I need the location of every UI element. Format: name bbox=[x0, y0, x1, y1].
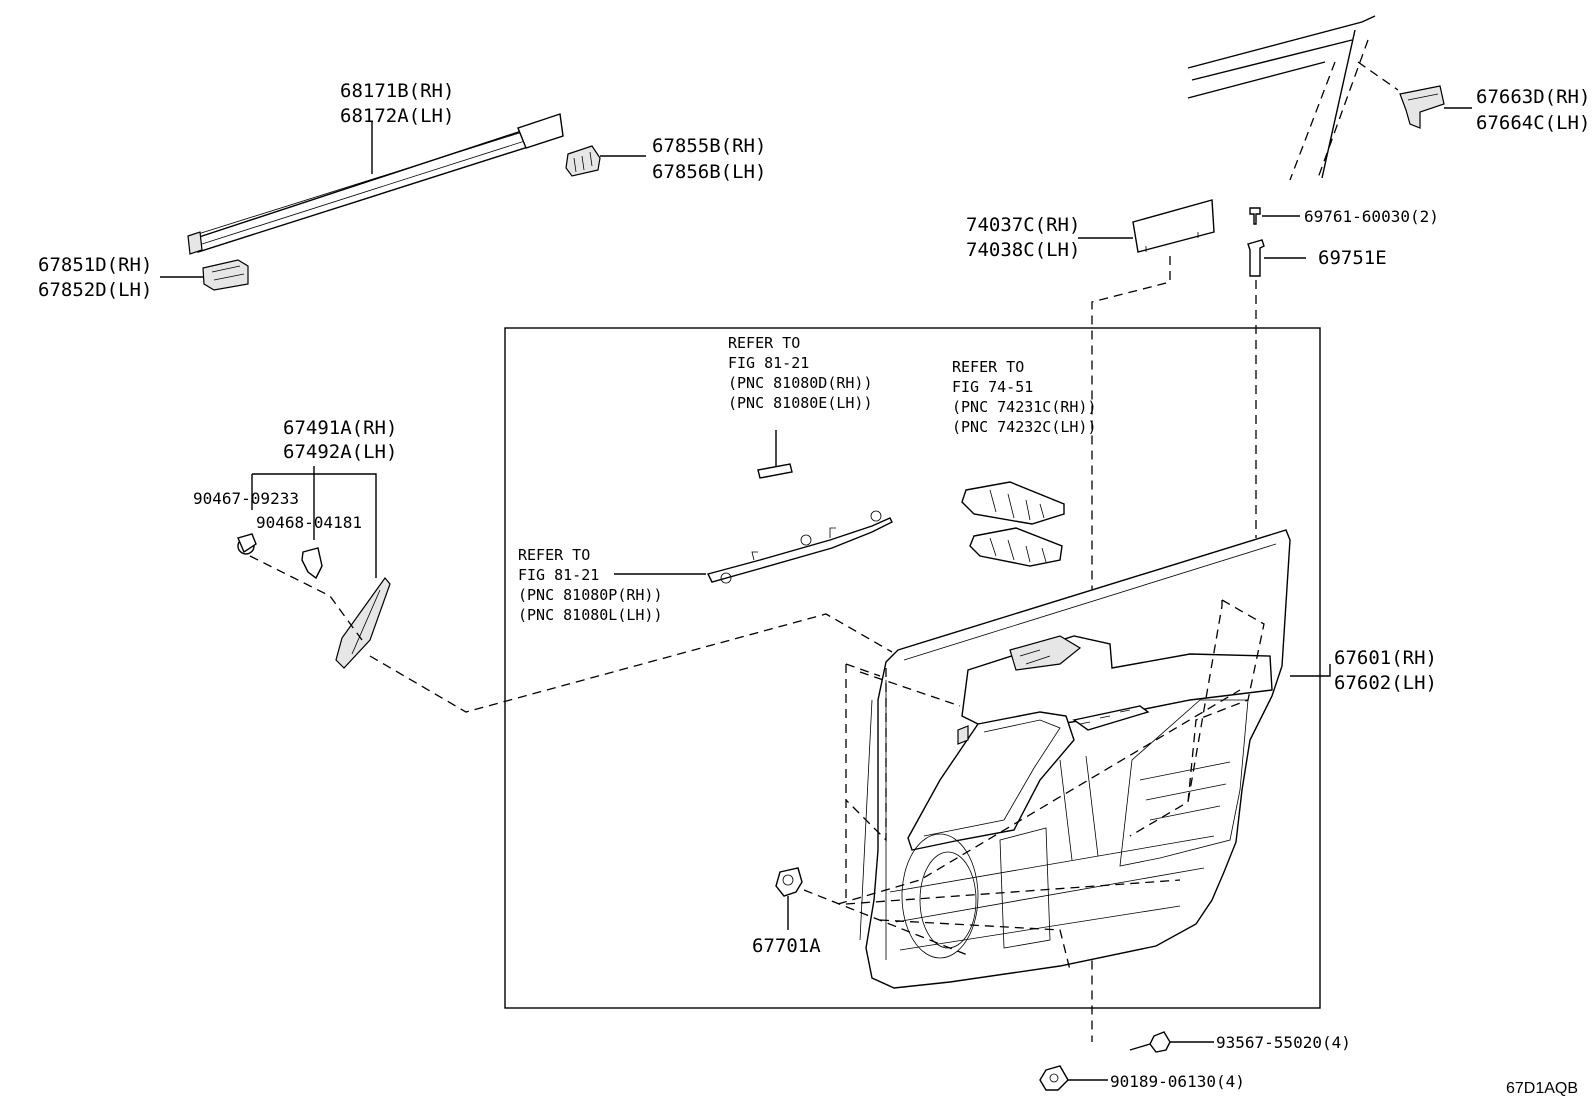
assembly-frame bbox=[504, 327, 1321, 1009]
svg-text:67601(RH): 67601(RH) bbox=[1334, 647, 1437, 669]
clip-90468[interactable] bbox=[301, 547, 323, 580]
svg-text:67855B(RH): 67855B(RH) bbox=[652, 135, 766, 157]
svg-text:FIG 81-21: FIG 81-21 bbox=[728, 354, 809, 372]
svg-text:(PNC 74231C(RH)): (PNC 74231C(RH)) bbox=[952, 398, 1097, 416]
label-90468: 90468-04181 bbox=[256, 513, 362, 532]
grommet-90467[interactable] bbox=[237, 533, 257, 555]
window-frame-outline bbox=[1187, 15, 1399, 181]
screw-93567[interactable] bbox=[1129, 1031, 1171, 1053]
svg-text:67491A(RH): 67491A(RH) bbox=[283, 417, 397, 439]
label-67663: 67663D(RH) 67664C(LH) bbox=[1476, 86, 1590, 134]
reference-note-3: REFER TO FIG 81-21 (PNC 81080P(RH)) (PNC… bbox=[518, 546, 663, 624]
mirror-cover-67491[interactable] bbox=[335, 577, 391, 669]
bracket-ref1[interactable] bbox=[757, 430, 793, 479]
cap-69751[interactable] bbox=[1247, 239, 1265, 277]
corner-piece-67663[interactable] bbox=[1399, 85, 1445, 129]
svg-text:67852D(LH): 67852D(LH) bbox=[38, 279, 152, 301]
svg-text:(PNC 81080P(RH)): (PNC 81080P(RH)) bbox=[518, 586, 663, 604]
label-67851: 67851D(RH) 67852D(LH) bbox=[38, 254, 152, 301]
label-69751: 69751E bbox=[1318, 247, 1387, 269]
svg-text:(PNC 81080E(LH)): (PNC 81080E(LH)) bbox=[728, 394, 873, 412]
svg-text:68172A(LH): 68172A(LH) bbox=[340, 105, 454, 127]
label-90467: 90467-09233 bbox=[193, 489, 299, 508]
door-trim-board-67601[interactable] bbox=[859, 529, 1291, 989]
svg-text:74037C(RH): 74037C(RH) bbox=[966, 214, 1080, 236]
diagram-code: 67D1AQB bbox=[1506, 1080, 1578, 1097]
wire-harness-ref3[interactable] bbox=[706, 510, 893, 584]
svg-text:67664C(LH): 67664C(LH) bbox=[1476, 112, 1590, 134]
svg-text:67851D(RH): 67851D(RH) bbox=[38, 254, 152, 276]
belt-moulding-68171[interactable] bbox=[187, 113, 564, 255]
svg-text:74038C(LH): 74038C(LH) bbox=[966, 239, 1080, 261]
label-90189: 90189-06130(4) bbox=[1110, 1072, 1245, 1091]
switch-assembly-ref2[interactable] bbox=[961, 481, 1065, 567]
svg-text:67856B(LH): 67856B(LH) bbox=[652, 161, 766, 183]
label-67601: 67601(RH) 67602(LH) bbox=[1334, 647, 1437, 694]
reference-note-1: REFER TO FIG 81-21 (PNC 81080D(RH)) (PNC… bbox=[728, 334, 873, 412]
switch-cover-74037[interactable] bbox=[1132, 199, 1215, 253]
end-cover-67851[interactable] bbox=[202, 259, 249, 291]
label-69761: 69761-60030(2) bbox=[1304, 207, 1439, 226]
svg-text:(PNC 81080L(LH)): (PNC 81080L(LH)) bbox=[518, 606, 663, 624]
svg-text:REFER TO: REFER TO bbox=[728, 334, 800, 352]
svg-text:FIG 74-51: FIG 74-51 bbox=[952, 378, 1033, 396]
svg-text:REFER TO: REFER TO bbox=[952, 358, 1024, 376]
svg-text:67492A(LH): 67492A(LH) bbox=[283, 441, 397, 463]
svg-text:FIG 81-21: FIG 81-21 bbox=[518, 566, 599, 584]
screw-69761[interactable] bbox=[1249, 207, 1261, 225]
label-93567: 93567-55020(4) bbox=[1216, 1033, 1351, 1052]
label-67855: 67855B(RH) 67856B(LH) bbox=[652, 135, 766, 183]
svg-text:(PNC 74232C(LH)): (PNC 74232C(LH)) bbox=[952, 418, 1097, 436]
nut-90189[interactable] bbox=[1039, 1065, 1069, 1091]
svg-text:(PNC 81080D(RH)): (PNC 81080D(RH)) bbox=[728, 374, 873, 392]
svg-text:68171B(RH): 68171B(RH) bbox=[340, 80, 454, 102]
label-68171: 68171B(RH) 68172A(LH) bbox=[340, 80, 454, 127]
clip-67855[interactable] bbox=[565, 145, 601, 177]
label-67491: 67491A(RH) 67492A(LH) bbox=[283, 417, 397, 463]
svg-text:67663D(RH): 67663D(RH) bbox=[1476, 86, 1590, 108]
svg-text:REFER TO: REFER TO bbox=[518, 546, 590, 564]
fastener-67701[interactable] bbox=[775, 867, 803, 897]
label-67701: 67701A bbox=[752, 935, 821, 957]
label-74037: 74037C(RH) 74038C(LH) bbox=[966, 214, 1080, 261]
svg-text:67602(LH): 67602(LH) bbox=[1334, 672, 1437, 694]
reference-note-2: REFER TO FIG 74-51 (PNC 74231C(RH)) (PNC… bbox=[952, 358, 1097, 436]
